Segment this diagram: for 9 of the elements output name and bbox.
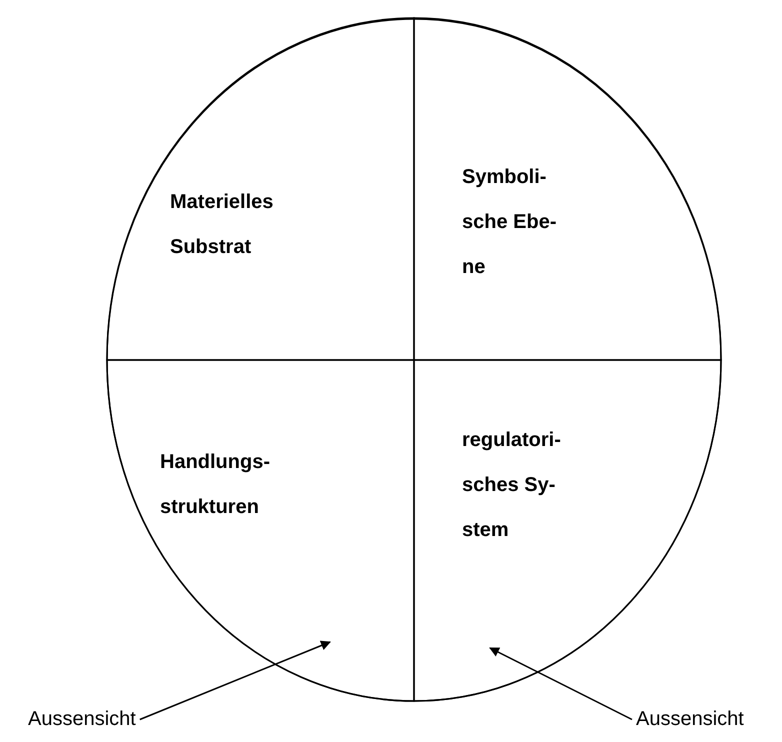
divided-ellipse	[106, 18, 722, 702]
quadrant-label: regulatori- sches Sy- stem	[462, 428, 562, 543]
quadrant-label: Handlungs- strukturen	[160, 450, 271, 520]
viewpoint-label: Aussensicht	[636, 707, 745, 732]
arrow	[140, 640, 331, 720]
quadrant-label: Symboli- sche Ebe- ne	[462, 165, 558, 280]
arrow	[489, 647, 632, 720]
viewpoint-label: Aussensicht	[28, 707, 137, 732]
quadrant-label: Materielles Substrat	[170, 190, 274, 260]
